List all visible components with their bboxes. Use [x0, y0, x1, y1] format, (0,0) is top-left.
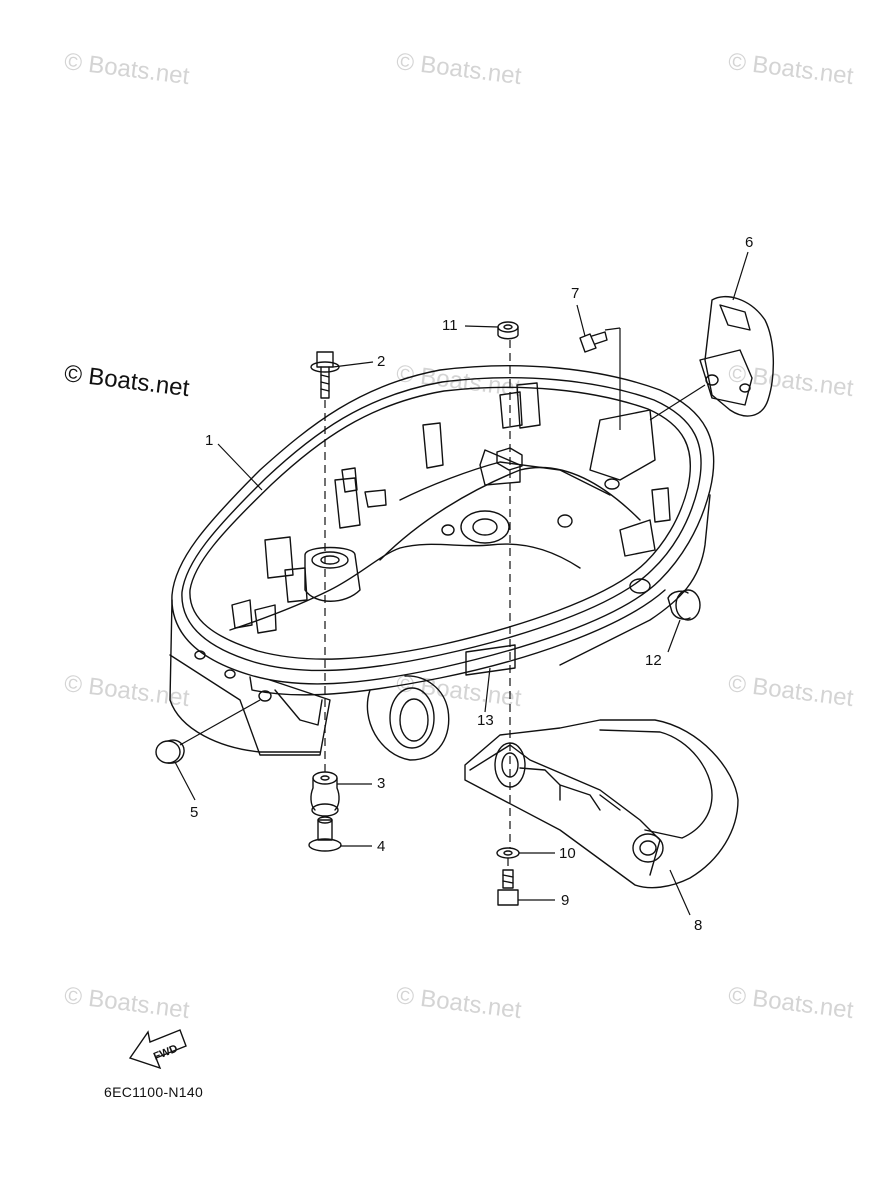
bolt-part	[497, 869, 519, 906]
washer-part	[496, 847, 520, 859]
grommet-part	[155, 739, 185, 764]
leader-line	[649, 384, 706, 421]
leader-line	[332, 361, 374, 368]
callout-3: 3	[377, 775, 386, 792]
bracket-part	[464, 719, 739, 889]
leader-line	[484, 667, 491, 713]
leader-line	[604, 327, 621, 331]
callout-8: 8	[694, 917, 703, 934]
grommet-part	[667, 589, 701, 621]
leader-line	[174, 761, 196, 801]
screw-part	[579, 331, 608, 353]
latch-part	[699, 296, 774, 417]
callout-6: 6	[745, 234, 754, 251]
leader-line	[732, 251, 749, 301]
callout-13: 13	[477, 712, 494, 729]
diagram-part-code: 6EC1100-N140	[104, 1084, 204, 1100]
collar-part	[308, 816, 342, 852]
callout-5: 5	[190, 804, 199, 821]
nut-part	[497, 321, 519, 340]
fwd-arrow-icon: FWD	[128, 1029, 187, 1070]
callout-7: 7	[571, 285, 580, 302]
callout-1: 1	[205, 432, 214, 449]
callout-9: 9	[561, 892, 570, 909]
leader-line	[217, 443, 263, 491]
callout-10: 10	[559, 845, 576, 862]
callout-2: 2	[377, 353, 386, 370]
leader-line	[667, 619, 681, 653]
bolt-with-washer-part	[310, 351, 340, 399]
callout-4: 4	[377, 838, 386, 855]
leader-line	[179, 699, 261, 746]
leader-line	[464, 325, 499, 328]
bottom-cowling-part	[169, 365, 715, 761]
damper-part	[310, 771, 340, 817]
callout-11: 11	[442, 317, 458, 334]
leader-line	[576, 304, 586, 337]
callout-12: 12	[645, 652, 662, 669]
leader-line	[669, 869, 691, 916]
